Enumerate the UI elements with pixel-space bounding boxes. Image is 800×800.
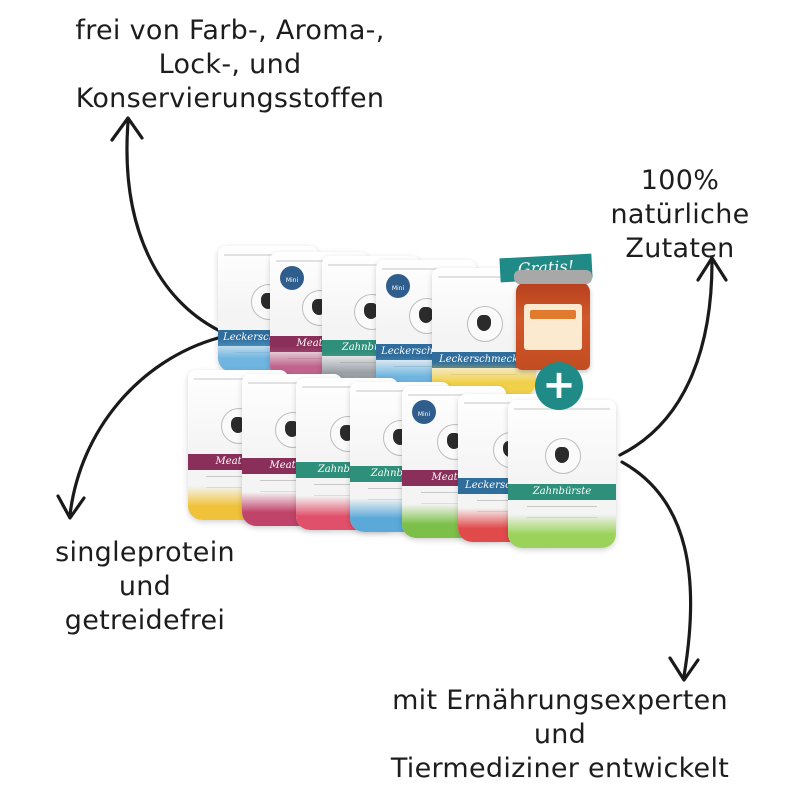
claim-line: und: [118, 571, 172, 602]
arrow-bottom-right: [620, 460, 693, 678]
dog-logo-icon: [467, 306, 503, 342]
soup-jar-icon: [514, 270, 592, 370]
product-pouch-front-6: Zahnbürste: [508, 400, 616, 548]
claim-line: Zutaten: [625, 233, 735, 264]
claim-line: und: [533, 719, 587, 750]
paw-mini-icon: Mini: [412, 400, 436, 424]
claim-natural-ingredients: 100% natürliche Zutaten: [560, 164, 800, 266]
paw-mini-icon: Mini: [280, 266, 304, 290]
arrowhead-bottom-right: [668, 656, 700, 682]
claim-additive-free: frei von Farb-, Aroma-, Lock-, und Konse…: [20, 14, 440, 116]
claim-expert-developed: mit Ernährungsexperten und Tiermediziner…: [330, 684, 790, 786]
claim-line: mit Ernährungsexperten: [392, 685, 728, 716]
claim-line: Konservierungsstoffen: [75, 83, 385, 114]
arrowhead-top-left: [110, 116, 144, 142]
paw-mini-icon: Mini: [386, 274, 410, 298]
claim-single-protein: singleprotein und getreidefrei: [20, 536, 270, 638]
dog-logo-icon: [545, 438, 581, 474]
plus-icon: +: [535, 362, 583, 410]
product-label: Zahnbürste: [508, 484, 616, 500]
arrow-bottom-left: [68, 336, 220, 517]
claim-line: Lock-, und: [158, 49, 302, 80]
arrowhead-bottom-left: [56, 494, 86, 520]
arrow-top-right: [618, 260, 714, 457]
claim-line: frei von Farb-, Aroma-,: [75, 15, 385, 46]
claim-line: getreidefrei: [64, 605, 226, 636]
arrow-top-left: [125, 120, 220, 332]
claim-line: natürliche: [610, 199, 750, 230]
claim-line: 100%: [640, 165, 720, 196]
arrowhead-top-right: [696, 256, 728, 282]
claim-line: Tiermediziner entwickelt: [390, 753, 730, 784]
claim-line: singleprotein: [55, 537, 235, 568]
